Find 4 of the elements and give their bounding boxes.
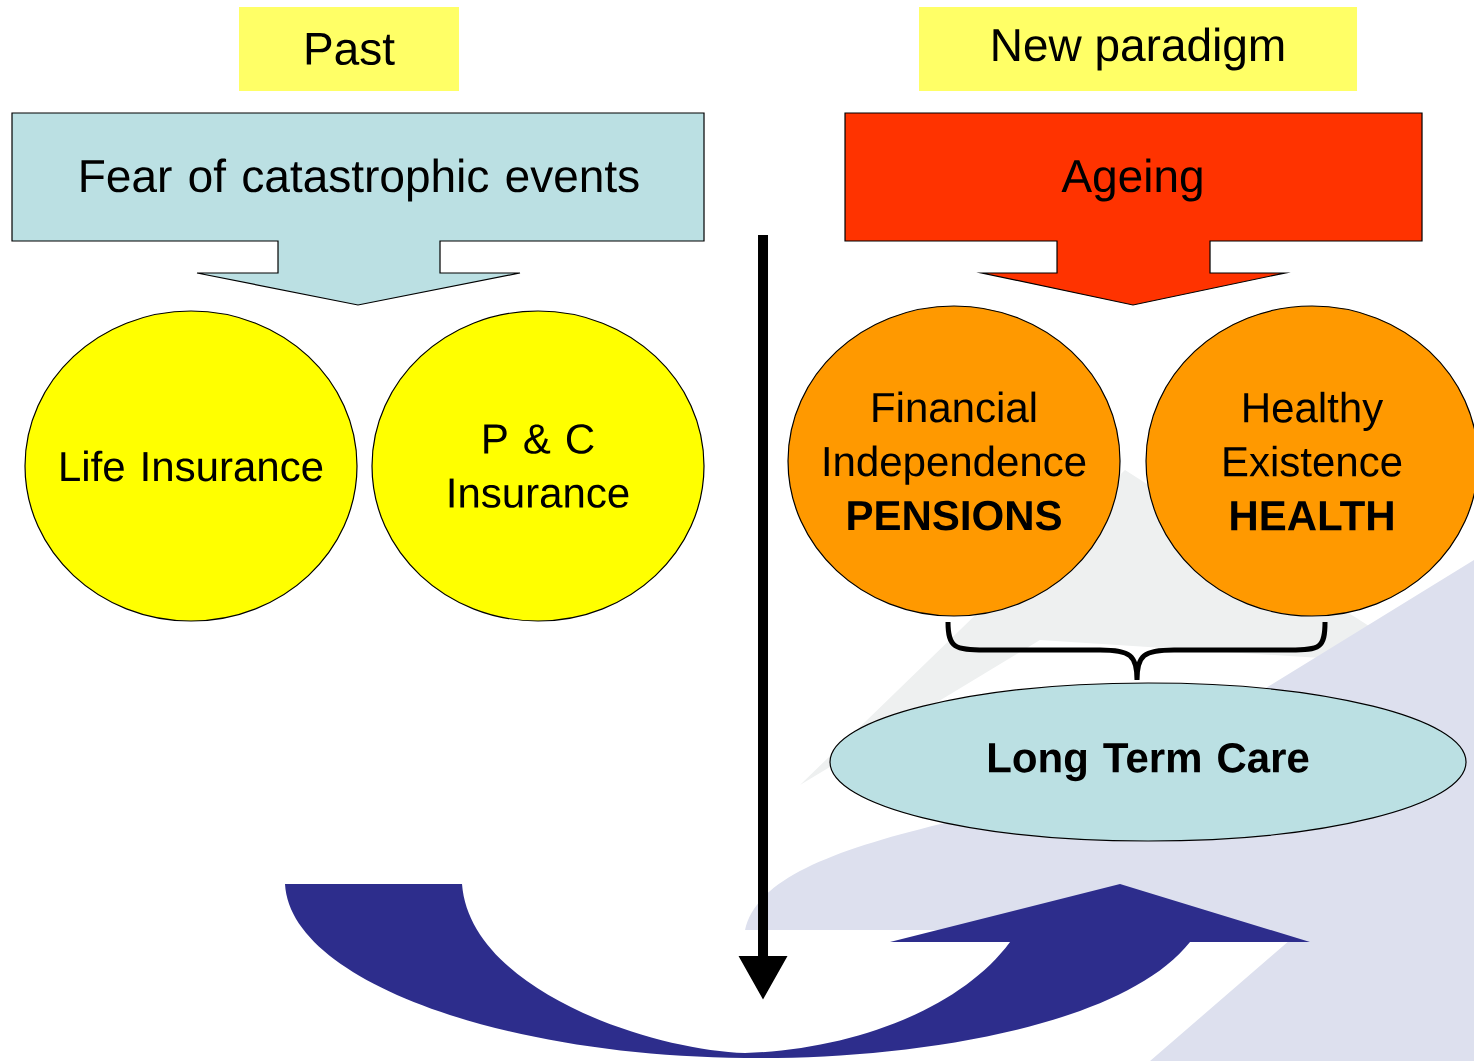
callout-arrow-box: Fear of catastrophic events bbox=[11, 112, 705, 306]
title-label: Past bbox=[239, 7, 459, 91]
title-label: New paradigm bbox=[919, 7, 1357, 91]
callout-arrow-box: Ageing bbox=[844, 112, 1423, 306]
